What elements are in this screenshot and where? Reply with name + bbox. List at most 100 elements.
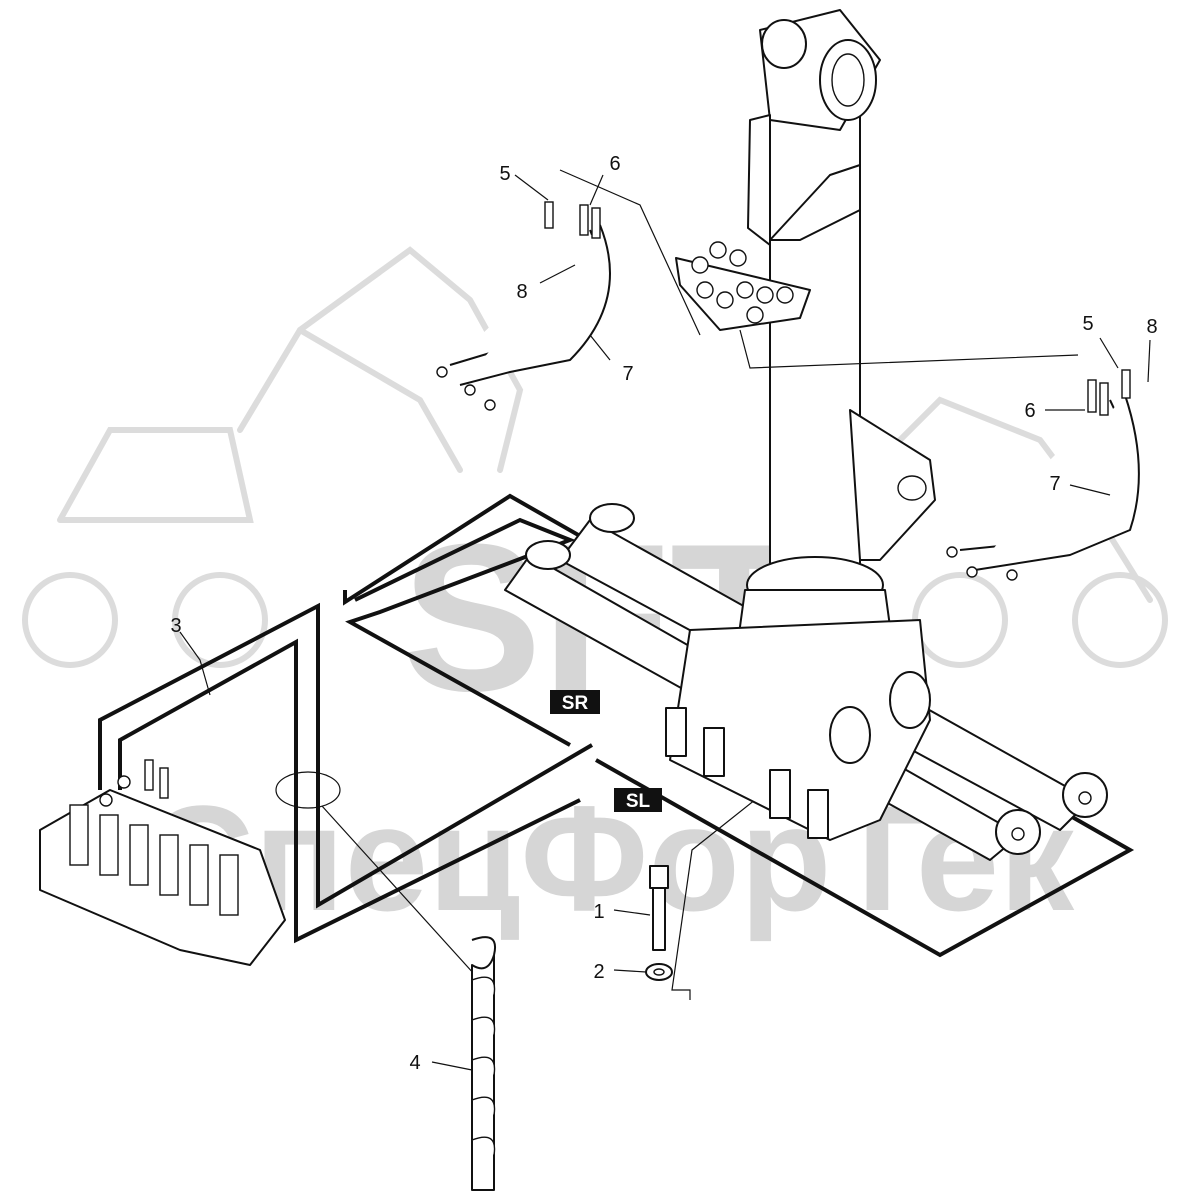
watermark-excavator-arm: [237, 246, 524, 473]
tag-sl-bg: [614, 788, 662, 812]
hose-bundle-left: [436, 174, 611, 411]
frame-boss-4: [807, 789, 829, 839]
watermark-loader-right: [867, 396, 1153, 603]
hose-bundle-right: [946, 337, 1151, 581]
frame-flange-left: [829, 706, 871, 764]
valve-port-b: [117, 775, 131, 789]
fitting-9: [746, 306, 764, 324]
route-hose-a: [98, 602, 594, 909]
leader-5b: [1099, 337, 1119, 369]
valve-spool-6: [219, 854, 239, 916]
cylinder-rear-left-cap: [589, 503, 635, 533]
hose-bundle-right-core-2: [974, 394, 1140, 571]
hose-tip-right-3: [1006, 569, 1018, 581]
leader-7a: [589, 334, 611, 361]
watermark-wheel-left-2: [172, 572, 268, 668]
leader-bracket-bolt: [671, 779, 781, 1000]
leader-6a: [589, 174, 604, 206]
watermark-excavator-boom: [297, 327, 463, 473]
leader-7b: [1069, 484, 1111, 496]
route-outline-sr: [345, 517, 576, 747]
callouts: 1 2 3 4 5 6 7 8 5 6 7 8: [170, 153, 1157, 1074]
tag-sr: SR: [550, 690, 600, 714]
hose-bundle-left-core-2: [459, 224, 611, 386]
callout-8-left: 8: [516, 281, 527, 303]
hose-end-left-3: [544, 201, 554, 229]
leader-4: [431, 1061, 473, 1071]
mast-ear-hole: [897, 475, 927, 501]
leader-1: [613, 909, 651, 916]
hose-tip-right-1: [946, 546, 958, 558]
frame-boss-1: [665, 707, 687, 757]
valve-spool-4: [159, 834, 179, 896]
tag-sl-label: SL: [626, 791, 651, 812]
leader-3: [179, 631, 211, 696]
leader-detail-circle: [321, 805, 476, 976]
swing-post: [665, 9, 936, 841]
mast-head-pin: [761, 19, 807, 69]
fitting-3: [729, 249, 747, 267]
fitting-plate: [559, 169, 1079, 369]
leader-plate-right: [739, 329, 1079, 369]
callout-2: 2: [593, 961, 604, 983]
callout-6-left: 6: [609, 153, 620, 175]
fitting-1: [691, 256, 709, 274]
fitting-2: [709, 241, 727, 259]
callout-1: 1: [593, 901, 604, 923]
route-hose-b: [118, 638, 581, 944]
mast-hose-bracket: [769, 164, 861, 241]
valve-port-a: [99, 793, 113, 807]
leader-8b: [1147, 339, 1151, 383]
cylinder-front-eye: [1011, 827, 1025, 841]
swing-frame: [669, 619, 931, 841]
fitting-4: [696, 281, 714, 299]
callout-7-right: 7: [1049, 473, 1060, 495]
callout-7-left: 7: [622, 363, 633, 385]
leader-5a: [514, 174, 549, 201]
fitting-8: [776, 286, 794, 304]
bolt-assembly: [613, 865, 673, 981]
fitting-7: [756, 286, 774, 304]
cylinder-front-left-cap: [525, 540, 571, 570]
leader-2: [613, 969, 647, 973]
leader-plate-left: [559, 169, 701, 336]
frame-flange-right: [889, 671, 931, 729]
control-valve: [39, 759, 286, 966]
watermark-wheel-left-1: [22, 572, 118, 668]
hose-tip-left-3: [484, 399, 496, 411]
hose-tip-right-2: [966, 566, 978, 578]
mast-cylinder-ear: [849, 409, 936, 561]
callout-4: 4: [409, 1052, 420, 1074]
watermark-wheel-right-2: [1072, 572, 1168, 668]
leader-8a: [539, 264, 576, 284]
frame-boss-2: [703, 727, 725, 777]
mast-head-bore-inner: [831, 53, 865, 107]
hose-tip-left-2: [464, 384, 476, 396]
hose-end-right-3: [1121, 369, 1131, 399]
tag-sl: SL: [614, 788, 662, 812]
callout-5-left: 5: [499, 163, 510, 185]
hose-end-right-1: [1087, 379, 1097, 413]
hose-end-left-2: [591, 207, 601, 239]
valve-fitting-1: [144, 759, 154, 791]
spiral-wrap: [275, 771, 496, 1191]
bolt-head: [649, 865, 669, 889]
hose-tip-left-1: [436, 366, 448, 378]
detail-circle: [275, 771, 341, 809]
watermark-wheel-right-1: [912, 572, 1008, 668]
hose-end-right-2: [1099, 382, 1109, 416]
callout-5-right: 5: [1082, 313, 1093, 335]
valve-spool-5: [189, 844, 209, 906]
cylinder-rear-eye: [1078, 791, 1092, 805]
valve-spool-1: [69, 804, 89, 866]
valve-spool-2: [99, 814, 119, 876]
fitting-5: [716, 291, 734, 309]
hose-end-left-1: [579, 204, 589, 236]
watermark-tractor-left: [57, 427, 254, 523]
frame-boss-3: [769, 769, 791, 819]
bolt-shank: [652, 887, 666, 951]
mast-clamp-plate: [747, 114, 771, 246]
valve-spool-3: [129, 824, 149, 886]
spiral-wrap-turns: [471, 976, 496, 1156]
